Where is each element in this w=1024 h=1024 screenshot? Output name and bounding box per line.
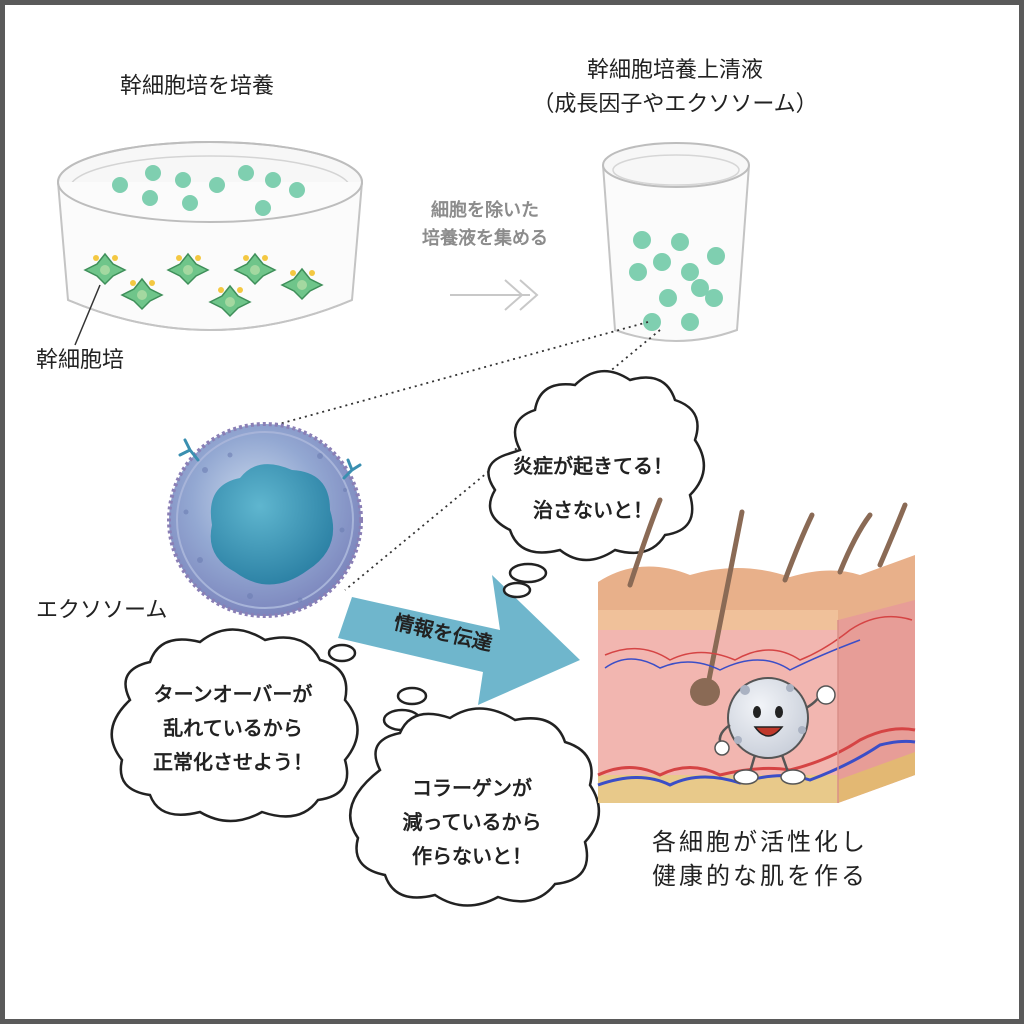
cell-mascot-icon: [714, 677, 836, 785]
stem-cell-label: 幹細胞培: [36, 348, 125, 373]
bubble-turnover-line3: 正常化させよう！: [153, 750, 313, 774]
stem-cells: [83, 252, 324, 318]
bubble-turnover-line2: 乱れているから: [163, 716, 303, 740]
arrow-caption-line1: 細胞を除いた: [431, 200, 539, 221]
stem-cell-leader-line: [74, 284, 101, 346]
exosome-icon: [167, 422, 363, 618]
particles-vial: [629, 231, 725, 331]
bubble-collagen-line1: コラーゲンが: [412, 776, 532, 800]
particles-dish: [112, 165, 305, 216]
arrow-caption-line2: 培養液を集める: [422, 228, 548, 249]
result-line2: 健康的な肌を作る: [652, 862, 868, 890]
exosome-label: エクソソーム: [36, 598, 168, 623]
step2-title-line2: （成長因子やエクソソーム）: [532, 92, 818, 117]
information-arrow: [338, 575, 580, 705]
skin-cross-section-icon: [597, 497, 916, 803]
bubble-inflammation-line1: 炎症が起きてる！: [513, 454, 673, 478]
bubble-turnover-shape: [110, 628, 359, 823]
bubble-inflammation-line2: 治さないと！: [533, 498, 653, 522]
bubble-inflammation-shape: [487, 369, 706, 599]
vial-icon: [602, 142, 750, 342]
double-chevron-arrow-icon: [450, 279, 539, 311]
step2-title-line1: 幹細胞培養上清液: [586, 58, 763, 83]
petri-dish-icon: [57, 141, 363, 346]
result-line1: 各細胞が活性化し: [652, 828, 868, 856]
bubble-collagen-line2: 減っているから: [402, 810, 542, 834]
bubble-turnover-line1: ターンオーバーが: [153, 682, 313, 706]
step1-title: 幹細胞培を培養: [120, 74, 275, 99]
bubble-collagen-line3: 作らないと！: [412, 844, 532, 868]
bubble-collagen-shape: [349, 686, 601, 907]
